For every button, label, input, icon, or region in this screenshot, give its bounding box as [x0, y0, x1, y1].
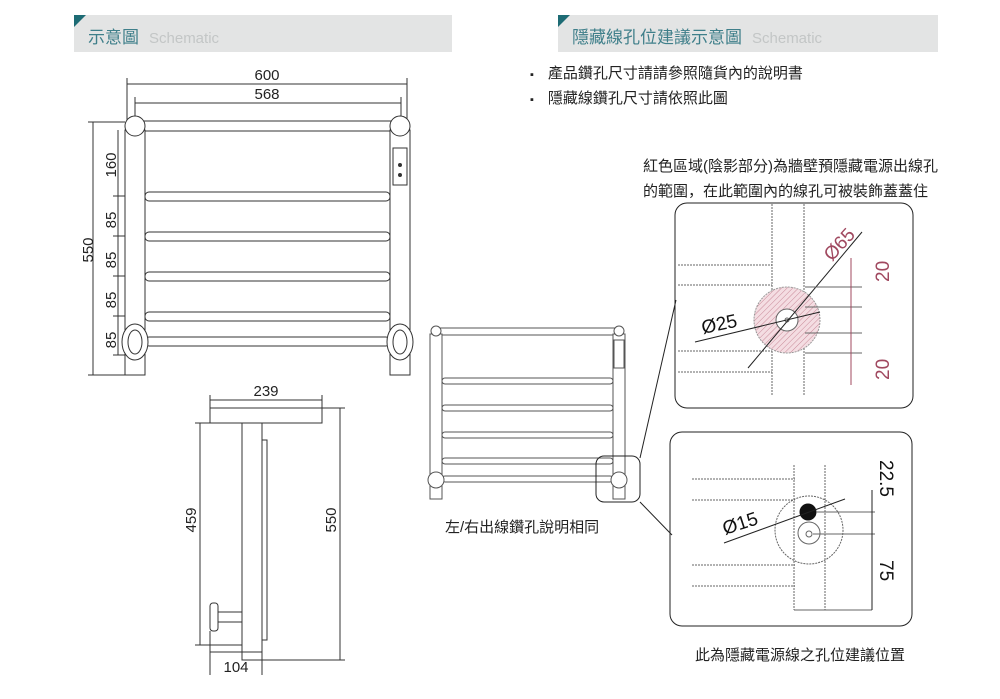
- dim-spacing: 85: [103, 292, 120, 309]
- dim-offset-top: 22.5: [875, 460, 896, 497]
- header-title: 示意圖: [88, 28, 139, 47]
- dim-offset-top: 20: [873, 261, 894, 282]
- dim-spacing: 85: [103, 332, 120, 349]
- dim-offset-bottom: 20: [873, 359, 894, 380]
- dim-inner-dia: Ø25: [700, 311, 740, 339]
- small-front-view: [427, 299, 677, 536]
- red-area-note-line: 的範圍，在此範圍內的線孔可被裝飾蓋蓋住: [643, 183, 929, 200]
- notes-list: 產品鑽孔尺寸請請參照隨貨內的說明書 隱藏線鑽孔尺寸請依照此圖: [530, 62, 803, 112]
- dim-width-inner: 568: [254, 86, 279, 103]
- dim-depth: 239: [253, 383, 278, 400]
- note-item: 隱藏線鑽孔尺寸請依照此圖: [530, 87, 803, 108]
- corner-marker-icon: [74, 15, 86, 27]
- detail-bottom: [669, 431, 913, 627]
- header-title: 隱藏線孔位建議示意圖: [572, 28, 742, 47]
- dim-height-inner: 459: [183, 507, 200, 532]
- red-area-note-line: 紅色區域(陰影部分)為牆壁預隱藏電源出線孔: [643, 158, 938, 175]
- hidden-wire-header: 隱藏線孔位建議示意圖 Schematic: [558, 15, 938, 52]
- schematic-header: 示意圖 Schematic: [74, 15, 452, 52]
- dim-height-total: 550: [323, 507, 340, 532]
- note-item: 產品鑽孔尺寸請請參照隨貨內的說明書: [530, 62, 803, 83]
- corner-marker-icon: [558, 15, 570, 27]
- dim-height-total: 550: [80, 237, 97, 262]
- dim-bracket-depth: 104: [223, 659, 248, 676]
- small-view-caption: 左/右出線鑽孔說明相同: [445, 519, 600, 536]
- header-subtitle: Schematic: [752, 30, 823, 47]
- dim-spacing: 160: [103, 152, 120, 177]
- dim-width-total: 600: [254, 67, 279, 84]
- dim-hole-dia: Ø15: [720, 509, 761, 540]
- side-view: [195, 395, 345, 675]
- dim-spacing: 85: [103, 212, 120, 229]
- detail-caption: 此為隱藏電源線之孔位建議位置: [695, 647, 906, 664]
- dim-offset-bottom: 75: [875, 560, 896, 581]
- dim-outer-dia: Ø65: [820, 225, 860, 266]
- detail-top: [674, 202, 914, 409]
- dim-spacing: 85: [103, 252, 120, 269]
- header-subtitle: Schematic: [149, 30, 220, 47]
- front-view: [88, 78, 414, 376]
